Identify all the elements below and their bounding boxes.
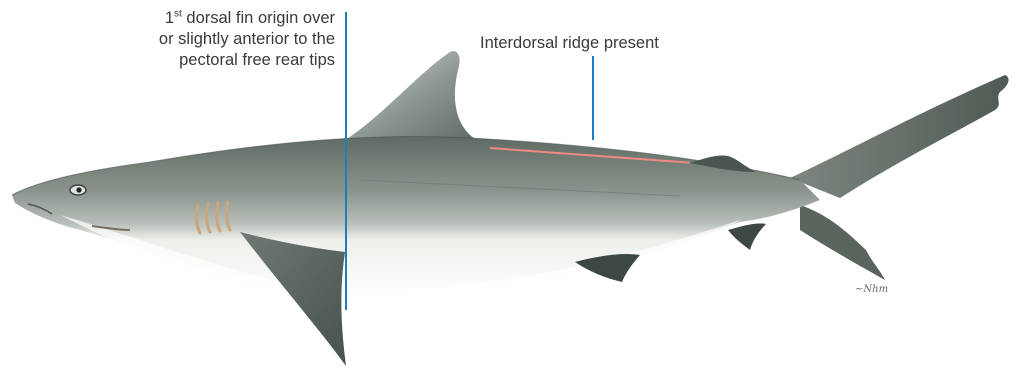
first-dorsal-fin <box>345 51 482 146</box>
dorsal-callout-line-1: 1st dorsal fin origin over <box>159 8 335 29</box>
eye <box>70 185 86 195</box>
dorsal-callout-line-3: pectoral free rear tips <box>159 50 335 71</box>
caudal-fin-lower <box>800 205 885 280</box>
dorsal-fin-pointer-line <box>345 12 347 310</box>
artist-signature: ~Nhm <box>855 284 888 295</box>
dorsal-fin-callout: 1st dorsal fin origin over or slightly a… <box>159 8 335 71</box>
interdorsal-ridge-callout: Interdorsal ridge present <box>480 33 659 54</box>
anal-fin <box>728 223 766 250</box>
dorsal-callout-line-2: or slightly anterior to the <box>159 29 335 50</box>
interdorsal-pointer-line <box>592 56 594 140</box>
caudal-fin-upper <box>790 75 1009 198</box>
pectoral-fin <box>240 232 346 366</box>
